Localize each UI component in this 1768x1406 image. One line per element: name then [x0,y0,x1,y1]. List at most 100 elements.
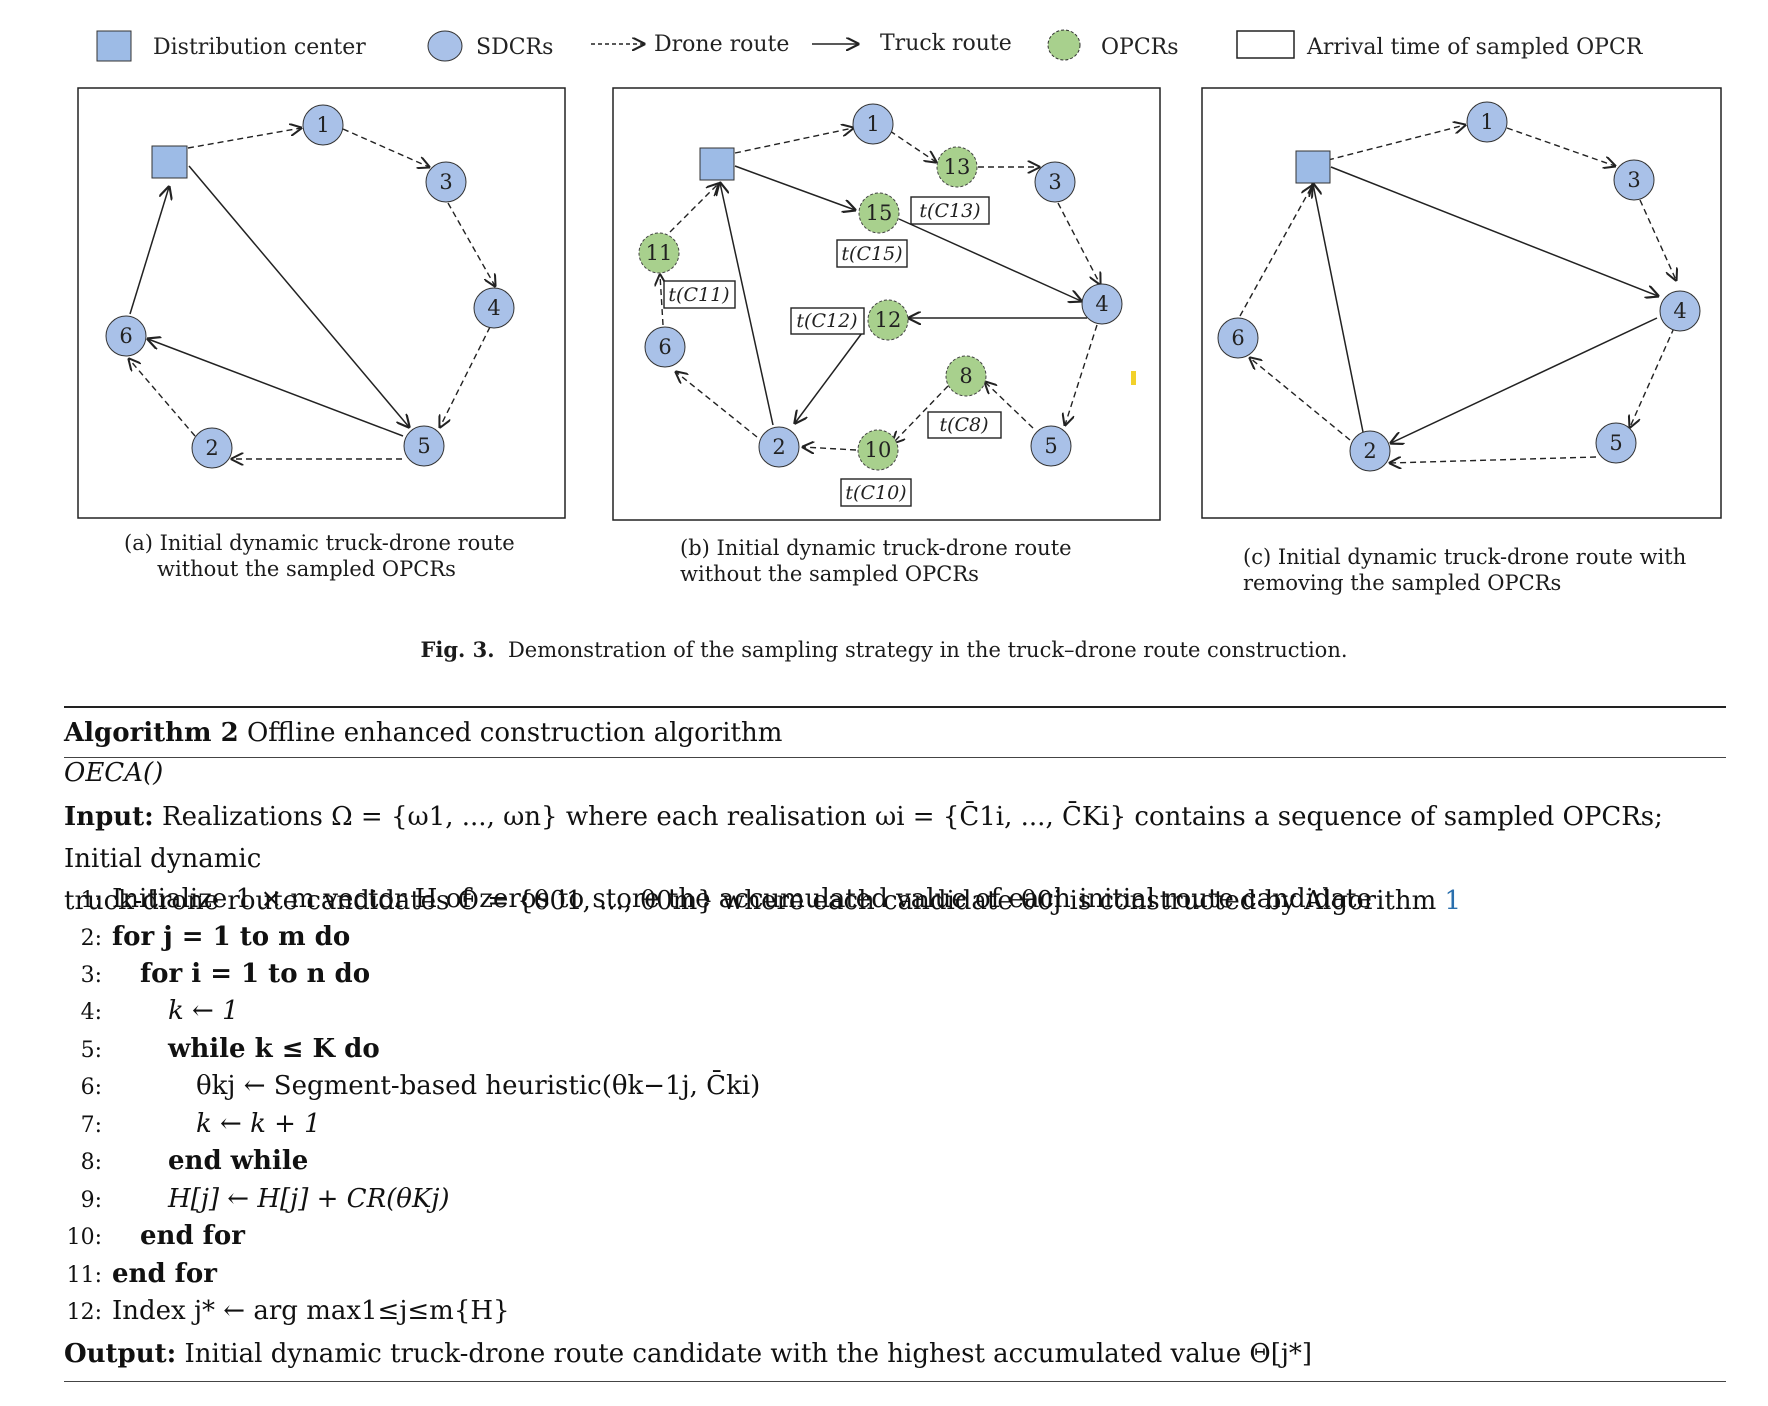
algo-line-12: 12:Index j* ← arg max1≤j≤m{H} [64,1296,510,1332]
node-label: 8 [959,364,972,388]
node-label: 5 [1044,434,1057,458]
distribution-center [699,147,735,181]
node-label: 1 [1480,110,1493,134]
line-number: 12: [66,1300,102,1325]
algorithm-input: Input: Realizations Ω = {ω1, ..., ωn} wh… [64,796,1728,922]
figure-3: Distribution center SDCRs Drone route Tr… [77,29,1722,521]
legend-sdcrs: SDCRs [476,35,553,60]
node-label: 4 [487,296,500,320]
line-text: Initialize 1 × m vector H of zeros to st… [112,884,1372,914]
node-label: 4 [1095,292,1108,316]
distribution-center [1295,150,1331,184]
node-label: 4 [1673,299,1686,323]
algo-line-9: 9:H[j] ← H[j] + CR(θKj) [64,1184,450,1220]
node-label: 11 [646,241,673,265]
node-label: 3 [1048,170,1061,194]
line-text: for i = 1 to n do [140,959,371,989]
node-3 [425,161,467,203]
caption-line: without the sampled OPCRs [680,562,979,586]
legend-drone-route: Drone route [654,32,789,57]
opcr-node-10 [857,429,899,471]
node-label: 3 [1627,168,1640,192]
caption-line: (a) Initial dynamic truck-drone route [124,531,515,555]
input-label: Input: [64,802,154,832]
node-6 [644,326,686,368]
legend-opcrs: OPCRs [1101,35,1179,60]
panel-c: 1 3 4 5 2 6 [1201,87,1722,519]
legend-arrival-time: Arrival time of sampled OPCR [1306,35,1644,60]
yellow-mark [1131,371,1136,385]
line-number: 1: [80,888,102,913]
node-4 [1081,283,1123,325]
node-2 [1349,430,1391,472]
line-number: 10: [66,1225,102,1250]
panel-b-caption: (b) Initial dynamic truck-drone route wi… [680,535,1072,587]
time-label: t(C15) [841,243,902,265]
time-box-10 [840,478,912,507]
opcr-legend-icon [1047,29,1081,61]
time-box-12 [790,307,865,335]
line-number: 3: [80,963,102,988]
line-number: 8: [80,1150,102,1175]
caption-line: (b) Initial dynamic truck-drone route [680,536,1072,560]
node-5 [403,425,445,467]
node-6 [1217,317,1259,359]
opcr-node-8 [945,355,987,397]
opcr-node-13 [936,146,978,188]
algo-line-3: 3: for i = 1 to n do [64,959,371,995]
node-4 [1659,290,1701,332]
algorithm-title: Algorithm 2 Offline enhanced constructio… [64,718,782,748]
node-label: 6 [658,335,671,359]
algo-line-2: 2: for j = 1 to m do [64,922,351,958]
caption-line: (c) Initial dynamic truck-drone route wi… [1243,545,1687,569]
node-2 [758,426,800,468]
panel-a-caption: (a) Initial dynamic truck-drone route wi… [124,530,515,582]
node-label: 6 [1231,326,1244,350]
line-number: 11: [66,1263,102,1288]
algo-line-7: 7: k ← k + 1 [64,1109,321,1145]
panel-b: 1 3 4 5 2 6 13 15 11 12 8 10 [612,87,1161,521]
time-box-8 [927,411,1002,439]
node-label: 2 [1363,439,1376,463]
legend-distribution-center: Distribution center [153,35,366,60]
algorithm-title-rule [64,757,1726,758]
line-number: 2: [80,926,102,951]
line-text: for j = 1 to m do [112,922,351,952]
line-number: 4: [80,1000,102,1025]
node-label: 1 [866,112,879,136]
node-label: 6 [119,324,132,348]
node-label: 2 [772,435,785,459]
node-label: 15 [866,201,893,225]
line-number: 5: [80,1038,102,1063]
time-box-11 [663,280,736,309]
algo-line-10: 10:end for [64,1221,245,1257]
node-label: 10 [865,438,892,462]
figure-label: Fig. 3. [420,637,495,662]
opcr-node-12 [867,299,909,341]
line-text: k ← 1 [168,996,239,1026]
time-label: t(C13) [919,200,980,222]
line-number: 6: [80,1075,102,1100]
distribution-center-legend-icon [96,30,132,62]
time-label: t(C11) [668,284,729,306]
node-5 [1595,422,1637,464]
algorithm-name: Offline enhanced construction algorithm [246,718,783,748]
line-text: end while [168,1146,309,1176]
caption-line: without the sampled OPCRs [157,557,456,581]
time-label: t(C12) [796,310,857,332]
algo-line-11: 11: end for [64,1259,217,1295]
line-number: 7: [80,1113,102,1138]
algorithm-reference-link[interactable]: 1 [1444,886,1462,916]
algorithm-top-rule [64,706,1726,708]
input-text: truck-drone route candidates Θ = {θ01, .… [64,886,1445,916]
line-text: end for [112,1259,217,1289]
node-label: 5 [417,434,430,458]
node-5 [1030,425,1072,467]
line-text: k ← k + 1 [196,1109,321,1139]
algorithm-bottom-rule [64,1381,1726,1382]
node-label: 2 [205,436,218,460]
time-label: t(C10) [845,482,906,504]
legend: Distribution center SDCRs Drone route Tr… [96,29,1644,62]
line-text: H[j] ← H[j] + CR(θKj) [168,1184,450,1214]
output-text: Initial dynamic truck-drone route candid… [184,1339,1313,1369]
